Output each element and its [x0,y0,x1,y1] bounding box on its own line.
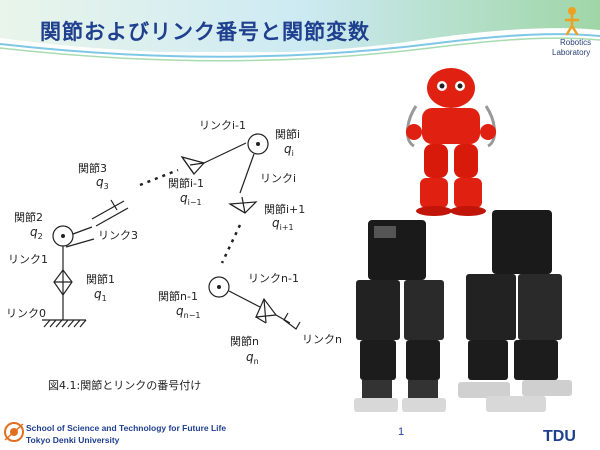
page-number: 1 [398,426,405,438]
joint-i-minus-1-symbol [180,155,206,175]
link-i-bar [239,153,255,194]
svg-text:qi: qi [284,142,294,158]
gripper-symbol [283,312,301,330]
q1-sub: 1 [102,294,107,303]
q2-label: q [30,225,38,239]
q3-sub: 3 [104,182,109,191]
joint-n-minus-1-label: 関節n-1 [158,289,198,303]
footer-university-name: Tokyo Denki University [26,435,120,445]
q-i-sub: i [292,149,294,158]
link-i-minus-1-bar [203,142,247,164]
joint-i-symbol [247,133,269,155]
svg-text:q2: q2 [30,225,43,241]
dotted-link-lower [220,224,242,264]
joint1-label: 関節1 [86,272,115,286]
joint3-symbol [91,200,125,220]
link2-bar [72,226,93,235]
joint-i-label: 関節i [275,127,300,141]
joint-link-diagram: リンク0 リンク1 関節1 q1 関節2 q2 リンク3 関節3 q3 関節i-… [6,119,342,366]
q2-sub: 2 [38,232,43,241]
q-i-minus-1-sub: i−1 [188,198,202,207]
q-n-minus-1-label: q [176,304,184,318]
joint-n-symbol [255,297,278,318]
logo-laboratory-text: Laboratory [552,48,591,57]
q-i-plus-1-label: q [272,216,280,230]
svg-text:q1: q1 [94,287,107,303]
q-i-plus-1-sub: i+1 [280,223,294,232]
q1-label: q [94,287,102,301]
svg-text:q3: q3 [96,175,109,191]
q-n-minus-1-sub: n−1 [184,311,201,320]
link-n-minus-1-bar [228,290,261,308]
black-robot-legs-image [354,210,572,412]
joint-n-label: 関節n [230,334,259,348]
link1-label: リンク1 [8,253,48,266]
joint-i-plus-1-label: 関節i+1 [264,202,305,216]
link-i-minus-1-label: リンクi-1 [199,119,246,132]
link0-label: リンク0 [6,307,46,320]
link-i-label: リンクi [260,172,296,185]
tdu-logo-text: TDU [543,428,576,445]
joint2-label: 関節2 [14,210,43,224]
joint-n-minus-1-symbol [208,276,230,298]
q3-label: q [96,175,104,189]
q-i-minus-1-label: q [180,191,188,205]
red-humanoid-robot-image [406,68,496,216]
link3-label: リンク3 [98,229,138,242]
school-logo-icon [4,422,24,442]
footer-school-name: School of Science and Technology for Fut… [26,423,227,433]
figure-caption: 図4.1:関節とリンクの番号付け [48,379,202,392]
q-n-label: q [246,350,254,364]
link-n-minus-1-label: リンクn-1 [248,272,299,285]
svg-text:qi+1: qi+1 [272,216,294,232]
joint-i-minus-1-label: 関節i-1 [168,176,204,190]
svg-text:qn−1: qn−1 [176,304,201,320]
slide-title: 関節およびリンク番号と関節変数 [40,20,370,44]
dotted-link-upper [139,168,179,187]
header-wave [0,0,600,70]
link-n-label: リンクn [302,333,342,346]
joint3-label: 関節3 [78,161,107,175]
svg-text:qn: qn [246,350,259,366]
logo-robotics-text: Robotics [560,38,592,47]
q-i-label: q [284,142,292,156]
robotics-lab-logo-icon [564,7,580,36]
link-n-bar [275,314,291,324]
joint2-symbol [52,225,74,247]
q-n-sub: n [254,357,259,366]
svg-text:qi−1: qi−1 [180,191,202,207]
